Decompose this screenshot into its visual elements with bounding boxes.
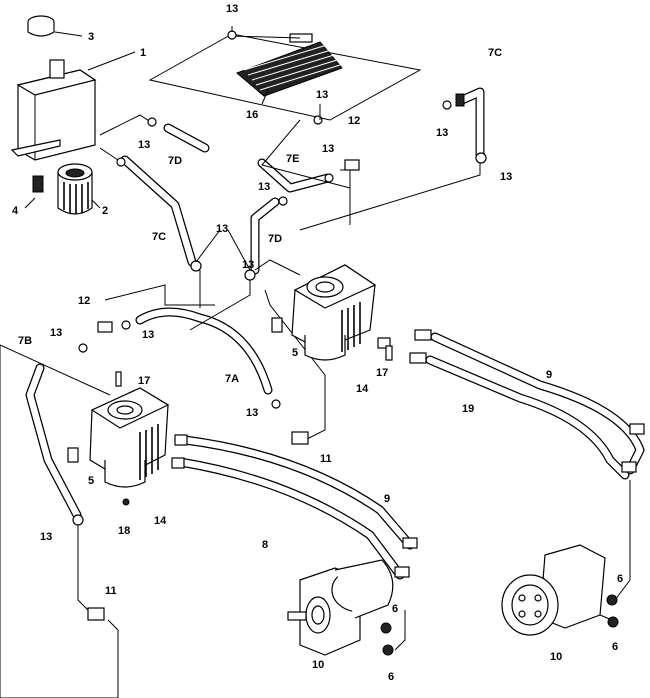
callout-7c-left: 7C xyxy=(152,231,166,243)
drain-plug xyxy=(32,175,44,193)
callout-12-right: 12 xyxy=(348,115,360,127)
callout-13-7: 13 xyxy=(436,127,448,139)
callout-7e: 7E xyxy=(286,153,299,165)
callout-13-9: 13 xyxy=(50,327,62,339)
callout-13-2: 13 xyxy=(138,139,150,151)
bolt-17 xyxy=(385,345,393,361)
callout-13-10: 13 xyxy=(142,329,154,341)
callout-11-lower: 11 xyxy=(105,585,117,597)
reservoir-cap xyxy=(27,15,55,37)
callout-2: 2 xyxy=(102,205,108,217)
hoses xyxy=(25,87,645,580)
callout-13-11: 13 xyxy=(246,407,258,419)
callout-17-right: 17 xyxy=(376,367,388,379)
callout-10-left: 10 xyxy=(312,659,324,671)
callout-7c-right: 7C xyxy=(488,47,502,59)
motor-lower-right xyxy=(501,544,619,636)
callout-13-5: 13 xyxy=(322,143,334,155)
callout-4: 4 xyxy=(12,205,19,217)
hydraulic-reservoir xyxy=(10,59,97,161)
motor-lower-left xyxy=(287,559,394,656)
elbow-11-upper xyxy=(291,431,309,445)
callout-13-3: 13 xyxy=(216,223,228,235)
callout-6-b: 6 xyxy=(388,671,394,683)
callout-7d-left: 7D xyxy=(168,155,182,167)
callout-9-lower: 9 xyxy=(384,493,390,505)
callout-14-upper: 14 xyxy=(356,383,369,395)
oil-filter xyxy=(57,163,93,215)
callout-12-left: 12 xyxy=(78,295,90,307)
callout-leaders xyxy=(24,26,321,271)
tube-lines xyxy=(0,114,631,698)
callout-8: 8 xyxy=(262,539,268,551)
callout-19: 19 xyxy=(462,403,474,415)
elbow-11-lower xyxy=(87,607,105,621)
callout-6-c: 6 xyxy=(617,573,623,585)
callout-14-lower: 14 xyxy=(154,515,167,527)
callout-7a: 7A xyxy=(225,373,239,385)
callout-13-8: 13 xyxy=(500,171,512,183)
callout-labels: 1 2 3 4 5 5 6 6 6 6 7A 7B 7C 7C 7D 7D 7E… xyxy=(12,3,623,683)
callout-5-lower: 5 xyxy=(88,475,94,487)
callout-5-upper: 5 xyxy=(292,347,298,359)
callout-9-right: 9 xyxy=(546,369,552,381)
callout-3: 3 xyxy=(88,31,94,43)
callout-6-a: 6 xyxy=(392,603,398,615)
callout-11-upper: 11 xyxy=(320,453,332,465)
oil-cooler-assembly xyxy=(148,30,422,121)
callout-13-13: 13 xyxy=(242,259,254,271)
callout-6-d: 6 xyxy=(612,641,618,653)
callout-1: 1 xyxy=(140,47,146,59)
pump-lower xyxy=(67,371,188,506)
callout-16: 16 xyxy=(246,109,258,121)
callout-13-12: 13 xyxy=(40,531,52,543)
callout-13-6: 13 xyxy=(258,181,270,193)
callout-13-4: 13 xyxy=(316,89,328,101)
pump-upper xyxy=(271,264,391,361)
callout-13-1: 13 xyxy=(226,3,238,15)
callout-10-right: 10 xyxy=(550,651,562,663)
right-fittings-9-19 xyxy=(394,329,645,578)
callout-7d-mid: 7D xyxy=(268,233,282,245)
fittings xyxy=(72,93,487,526)
callout-18: 18 xyxy=(118,525,130,537)
callout-17-left: 17 xyxy=(138,375,150,387)
callout-7b: 7B xyxy=(18,335,32,347)
